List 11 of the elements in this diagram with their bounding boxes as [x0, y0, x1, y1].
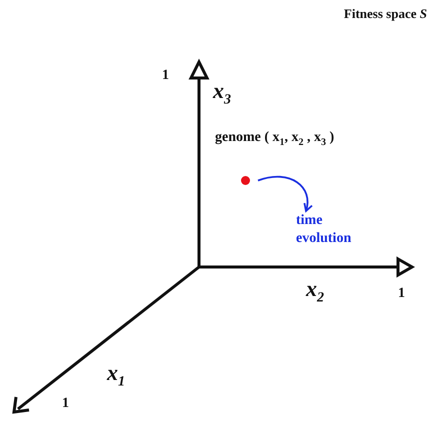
text-label: 1 [162, 68, 169, 84]
axis-label: x$_{1}$ [107, 360, 125, 390]
text-label: genome ( x$_{1}$, x$_{2}$ , x$_{3}$ ) [215, 130, 334, 148]
diagram-title: Fitness space S [344, 6, 427, 22]
text-label: 1 [398, 286, 405, 302]
curved-arrow [258, 176, 312, 212]
node-label: time evolution [296, 212, 366, 248]
axis-label: x$_{2}$ [306, 276, 324, 306]
axis-label: x$_{3}$ [213, 78, 231, 108]
text-label: 1 [62, 396, 69, 412]
dot [241, 176, 250, 185]
